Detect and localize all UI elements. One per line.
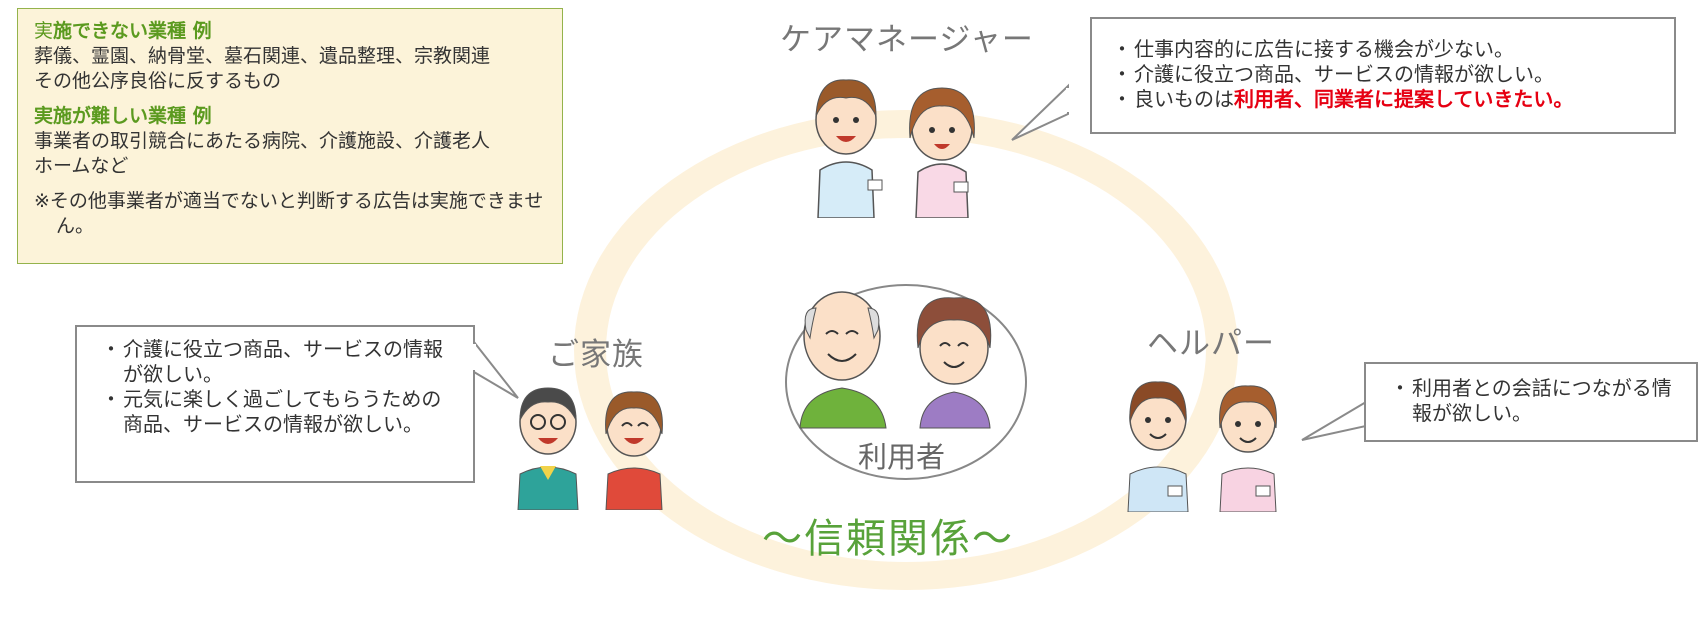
balloon-item: 良いものは利用者、同業者に提案していきたい。 (1112, 87, 1654, 112)
helper-illustration (1127, 381, 1277, 512)
balloon-tail-helper (1301, 400, 1368, 441)
role-label-family: ご家族 (548, 337, 644, 373)
balloon-helper: 利用者との会話につながる情報が欲しい。 (1364, 362, 1698, 442)
balloon-tail-care-manager (1011, 83, 1070, 141)
balloon-item: 元気に楽しく過ごしてもらうための商品、サービスの情報が欲しい。 (101, 387, 453, 437)
notice-section1-title: 実施できない業種 例 (34, 20, 212, 42)
notice-box: 実施できない業種 例 葬儀、霊園、納骨堂、墓石関連、遺品整理、宗教関連 その他公… (17, 8, 563, 264)
highlight-text: 利用者、同業者に提案していきたい。 (1234, 87, 1574, 111)
notice-section1-line: その他公序良俗に反するもの (34, 70, 282, 92)
balloon-family: 介護に役立つ商品、サービスの情報が欲しい。 元気に楽しく過ごしてもらうための商品… (75, 325, 475, 483)
balloon-item: 仕事内容的に広告に接する機会が少ない。 (1112, 37, 1654, 62)
care-manager-illustration (815, 79, 975, 218)
balloon-care-manager: 仕事内容的に広告に接する機会が少ない。 介護に役立つ商品、サービスの情報が欲しい… (1090, 17, 1676, 134)
role-label-care-manager: ケアマネージャー (780, 22, 1034, 58)
balloon-item: 利用者との会話につながる情報が欲しい。 (1390, 376, 1680, 426)
notice-section2-title: 実施が難しい業種 例 (34, 105, 212, 127)
users-illustration (785, 284, 1027, 480)
balloon-item: 介護に役立つ商品、サービスの情報が欲しい。 (1112, 62, 1654, 87)
notice-footnote: ※その他事業者が適当でないと判断する広告は実施できません。 (34, 190, 544, 237)
trust-label: 〜信頼関係〜 (762, 516, 1014, 562)
notice-section2-line: ホームなど (34, 155, 129, 177)
role-label-user: 利用者 (858, 440, 946, 474)
family-illustration (517, 387, 663, 510)
notice-section1-line: 葬儀、霊園、納骨堂、墓石関連、遺品整理、宗教関連 (34, 45, 491, 67)
balloon-tail-family (472, 339, 519, 399)
role-label-helper: ヘルパー (1147, 326, 1275, 362)
balloon-item: 介護に役立つ商品、サービスの情報が欲しい。 (101, 337, 453, 387)
notice-section2-line: 事業者の取引競合にあたる病院、介護施設、介護老人 (34, 130, 491, 152)
